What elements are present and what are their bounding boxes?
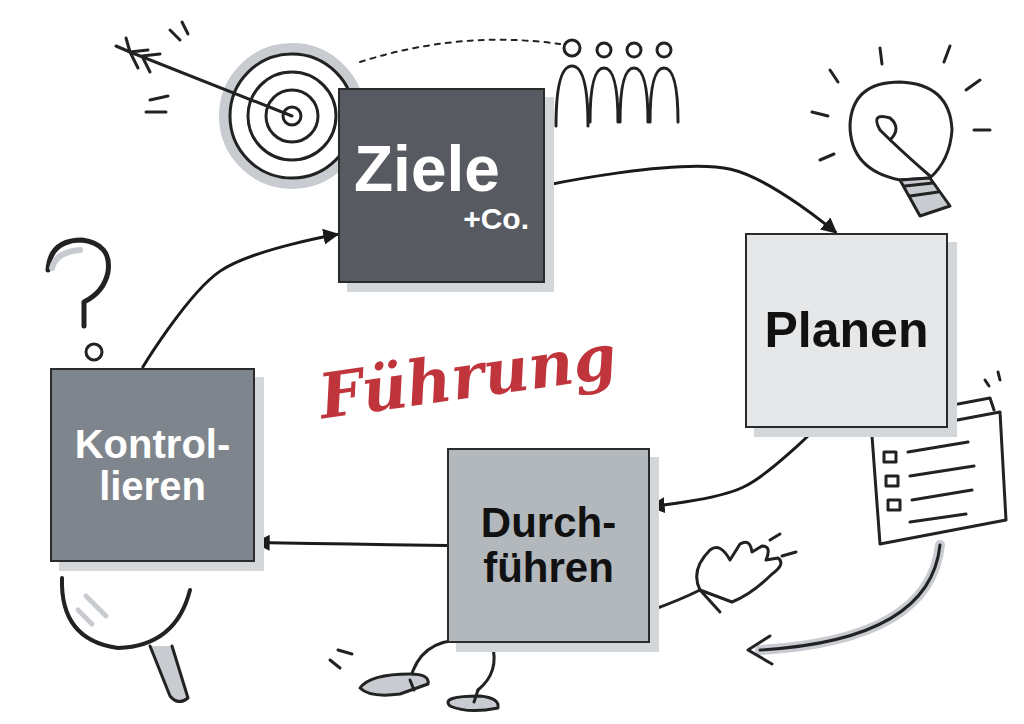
flow-arrow — [545, 166, 836, 233]
question-mark — [48, 240, 108, 360]
dashed-connector — [360, 40, 560, 62]
process-box: Durch- führen — [447, 448, 650, 643]
box-title: Kontrol- lieren — [66, 423, 239, 507]
team-icon — [556, 40, 678, 126]
target-icon — [116, 22, 360, 184]
flow-arrow — [142, 234, 338, 368]
process-box: Planen — [745, 233, 948, 428]
box-title: Durch- führen — [463, 501, 634, 589]
process-box: Kontrol- lieren — [50, 368, 255, 562]
box-subtitle: +Co. — [354, 203, 529, 235]
box-title: Ziele — [354, 136, 529, 203]
center-label: Führung — [314, 320, 621, 434]
box-title: Planen — [761, 304, 932, 357]
process-box: Ziele+Co. — [338, 88, 545, 283]
magnifier-icon — [62, 578, 190, 702]
lightbulb-icon — [812, 46, 990, 216]
flow-arrow — [255, 543, 447, 546]
flow-arrow — [650, 428, 816, 507]
